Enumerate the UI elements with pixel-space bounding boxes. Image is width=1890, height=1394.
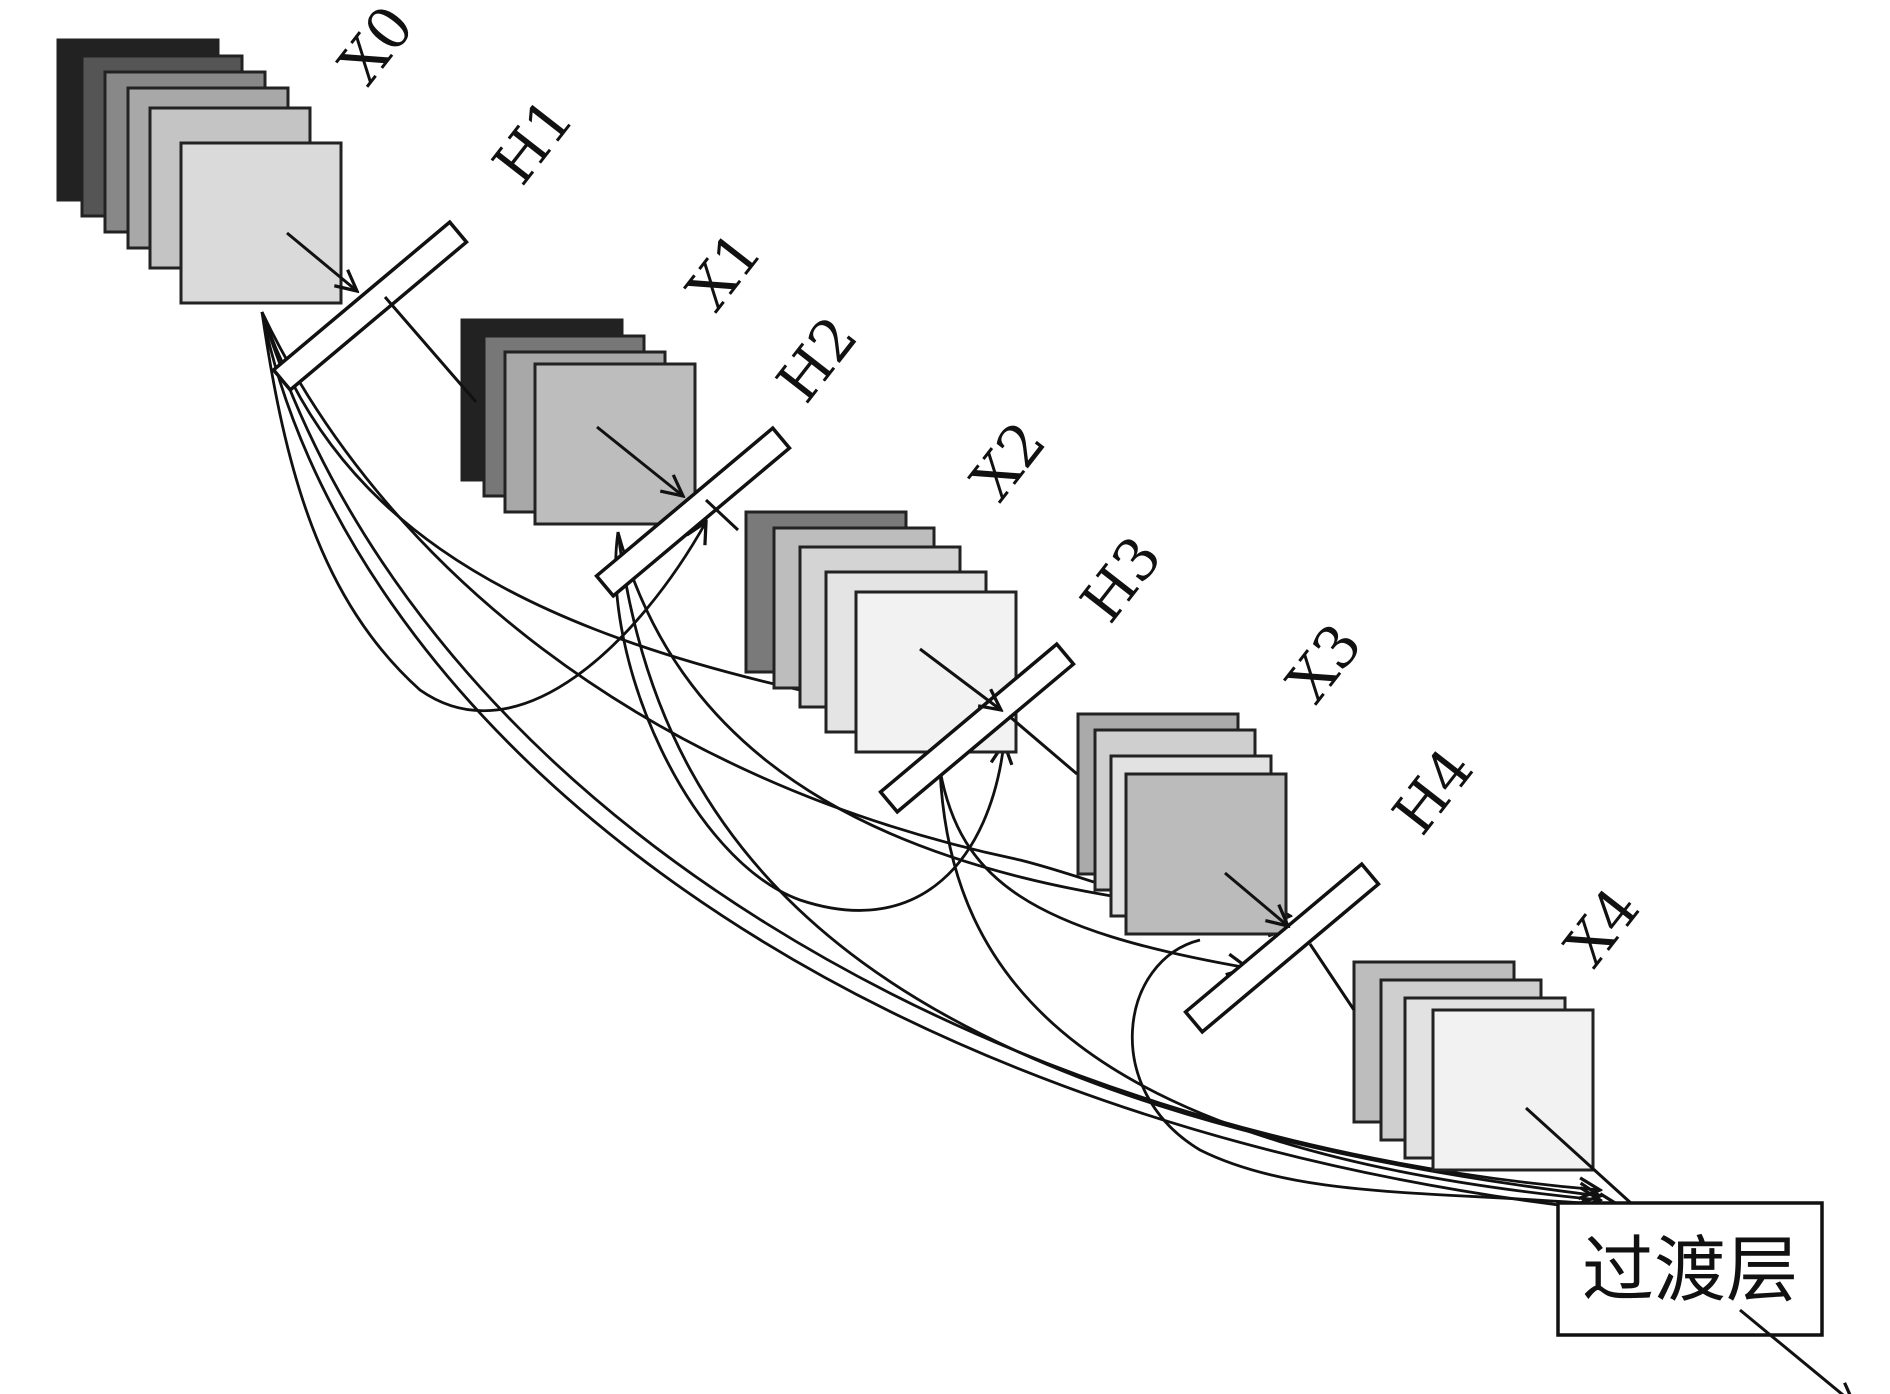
output-arrow xyxy=(1739,1308,1854,1394)
feature-map-stacks xyxy=(56,38,1595,1172)
label-x0: X0 xyxy=(325,0,427,97)
dense-link-10 xyxy=(938,769,1600,1200)
layer-h1 xyxy=(271,219,469,393)
feature-map-x3 xyxy=(1076,712,1288,936)
flow-arrow-1 xyxy=(286,231,357,291)
feature-map-x1 xyxy=(460,318,697,526)
feature-map-x3-channel-4 xyxy=(1124,772,1288,936)
label-x3: X3 xyxy=(1273,611,1375,714)
composite-layers xyxy=(271,219,1381,1035)
layer-h2 xyxy=(594,425,792,599)
label-x4: X4 xyxy=(1551,875,1653,978)
label-x1: X1 xyxy=(673,219,775,322)
dense-link-11 xyxy=(1130,938,1620,1206)
label-h2: H2 xyxy=(763,304,870,415)
feature-map-x4 xyxy=(1352,960,1595,1172)
flow-arrow-5 xyxy=(919,647,1001,710)
feature-map-x0 xyxy=(56,38,343,305)
dense-connection-lines xyxy=(260,311,1620,1210)
label-h4: H4 xyxy=(1379,736,1486,847)
dense-link-9 xyxy=(938,769,1248,968)
feature-map-x0-channel-6 xyxy=(179,141,343,305)
label-h1: H1 xyxy=(479,86,586,197)
dense-link-1 xyxy=(260,311,706,713)
flow-arrow-3 xyxy=(596,425,683,496)
flow-arrow-6 xyxy=(1008,714,1078,776)
flow-arrow-4 xyxy=(704,498,740,532)
flow-arrow-7 xyxy=(1224,871,1288,926)
transition-layer-label: 过渡层 xyxy=(1582,1228,1798,1312)
label-h3: H3 xyxy=(1067,524,1174,635)
dense-link-4 xyxy=(260,311,1600,1210)
dense-link-8 xyxy=(616,531,1600,1196)
feature-map-x1-channel-4 xyxy=(533,362,697,526)
dense-link-5 xyxy=(260,311,1600,1190)
layer-h4 xyxy=(1183,861,1381,1035)
feature-map-x2 xyxy=(744,510,1018,754)
label-x2: X2 xyxy=(957,409,1059,512)
layer-h3 xyxy=(878,641,1076,815)
flow-arrow-2 xyxy=(383,296,478,403)
flow-arrow-8 xyxy=(1308,943,1356,1011)
transition-layer: 过渡层 xyxy=(1556,1201,1854,1394)
